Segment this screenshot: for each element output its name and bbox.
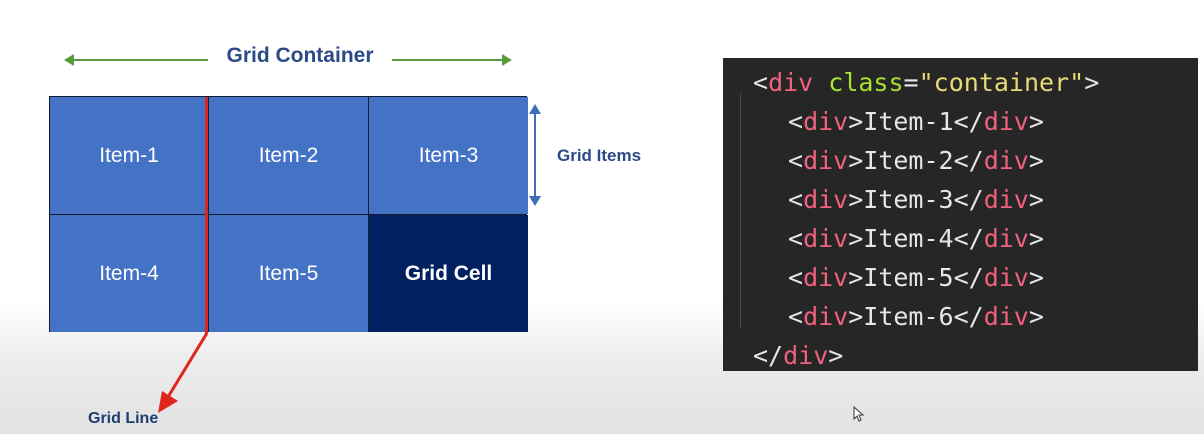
code-block: <div class="container"> <div>Item-1</div…: [723, 58, 1198, 371]
arrow-up-head-icon: [529, 104, 541, 114]
attr-name: class: [828, 68, 904, 97]
grid-items-label: Grid Items: [557, 146, 642, 165]
child-text: Item-6: [863, 302, 954, 331]
child-text: Item-5: [863, 263, 954, 292]
code-line-open: <div class="container">: [753, 68, 1100, 97]
arrow-right-head-icon: [502, 54, 512, 66]
child-text: Item-3: [863, 185, 954, 214]
child-text: Item-1: [863, 107, 954, 136]
child-close-tag: div: [983, 224, 1029, 253]
container-arrow-right: [392, 54, 512, 66]
child-close-tag: div: [983, 185, 1029, 214]
child-close-tag: div: [983, 302, 1029, 331]
child-close-tag: div: [983, 263, 1029, 292]
code-line-child: <div>Item-5</div>: [788, 263, 1044, 292]
grid-line-arrow: [158, 332, 209, 413]
arrow-down-head-icon: [529, 196, 541, 206]
grid-line-marker: [205, 97, 208, 333]
grid-line-arrowhead-icon: [158, 391, 178, 413]
child-tag: div: [803, 185, 849, 214]
child-tag: div: [803, 302, 849, 331]
child-tag: div: [803, 263, 849, 292]
grid-cell-5: Item-5: [209, 215, 368, 332]
grid-cell-highlight: Grid Cell: [369, 215, 528, 332]
grid-cell-4: Item-4: [50, 215, 208, 332]
open-tag-name: div: [768, 68, 814, 97]
grid-line-label: Grid Line: [88, 410, 159, 427]
code-line-child: <div>Item-1</div>: [788, 107, 1044, 136]
grid-diagram: Item-1 Item-2 Item-3 Item-4 Item-5 Grid …: [49, 96, 528, 332]
child-tag: div: [803, 224, 849, 253]
code-line-child: <div>Item-4</div>: [788, 224, 1044, 253]
child-close-tag: div: [983, 146, 1029, 175]
grid-cell-3: Item-3: [369, 97, 528, 214]
code-line-child: <div>Item-2</div>: [788, 146, 1044, 175]
attr-value: "container": [918, 68, 1085, 97]
child-text: Item-4: [863, 224, 954, 253]
grid-cell-1: Item-1: [50, 97, 208, 214]
grid-cell-2: Item-2: [209, 97, 368, 214]
grid-items-arrow: [529, 104, 541, 206]
container-arrow-left: [64, 54, 208, 66]
code-line-child: <div>Item-3</div>: [788, 185, 1044, 214]
child-close-tag: div: [983, 107, 1029, 136]
code-line-child: <div>Item-6</div>: [788, 302, 1044, 331]
code-line-close: </div>: [753, 341, 844, 370]
child-text: Item-2: [863, 146, 954, 175]
indent-guide: [740, 93, 741, 328]
close-tag-name: div: [783, 341, 829, 370]
child-tag: div: [803, 146, 849, 175]
child-tag: div: [803, 107, 849, 136]
mouse-pointer-icon: [853, 406, 865, 422]
grid-container-label: Grid Container: [226, 44, 374, 67]
arrow-left-head-icon: [64, 54, 74, 66]
